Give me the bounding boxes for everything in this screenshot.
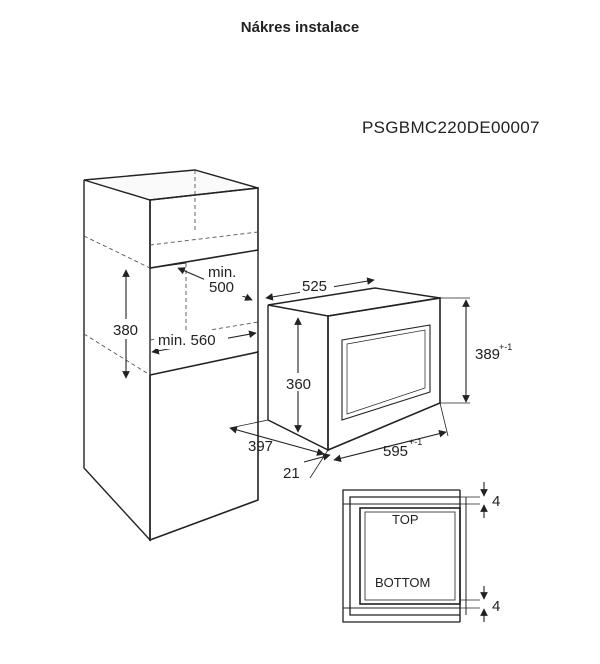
oven xyxy=(267,287,441,452)
cabinet-hidden-lines xyxy=(83,170,259,376)
top-label: TOP xyxy=(392,512,419,527)
oven-front-label: 21 xyxy=(283,465,300,482)
frame-outer xyxy=(342,489,460,623)
section-detail xyxy=(342,489,480,623)
oven-depth-label: 525 xyxy=(302,278,327,295)
oven-body-depth-label: 397 xyxy=(248,438,273,455)
diagram-title: Nákres instalace xyxy=(240,19,360,36)
cabinet-upper-panel xyxy=(149,187,259,269)
gap-bottom-label: 4 xyxy=(492,598,500,615)
cabinet-lower-panel xyxy=(149,351,259,542)
gap-top-label: 4 xyxy=(492,493,500,510)
cabinet-top xyxy=(83,169,259,201)
frame-inner xyxy=(349,496,460,616)
cab-height-label: 380 xyxy=(113,322,138,339)
cabinet xyxy=(83,169,259,542)
oven-dimension-lines xyxy=(229,277,470,479)
oven-front xyxy=(327,297,441,452)
oven-inner-height-label: 360 xyxy=(286,376,311,393)
oven-height-label: 389 xyxy=(475,346,500,363)
cab-depth-label-a: min. xyxy=(208,264,236,281)
oven-height-tol: +-1 xyxy=(499,342,512,352)
bottom-label: BOTTOM xyxy=(375,575,430,590)
cabinet-left-side xyxy=(83,180,151,542)
drawing-code: PSGBMC220DE00007 xyxy=(362,118,540,137)
niche-back-top xyxy=(149,262,187,269)
oven-width-tol: +-1 xyxy=(409,437,422,447)
oven-width-label: 595 xyxy=(383,443,408,460)
cab-width-label: min. 560 xyxy=(158,332,216,349)
oven-door-window xyxy=(341,324,431,421)
cab-depth-label-b: 500 xyxy=(209,279,234,296)
